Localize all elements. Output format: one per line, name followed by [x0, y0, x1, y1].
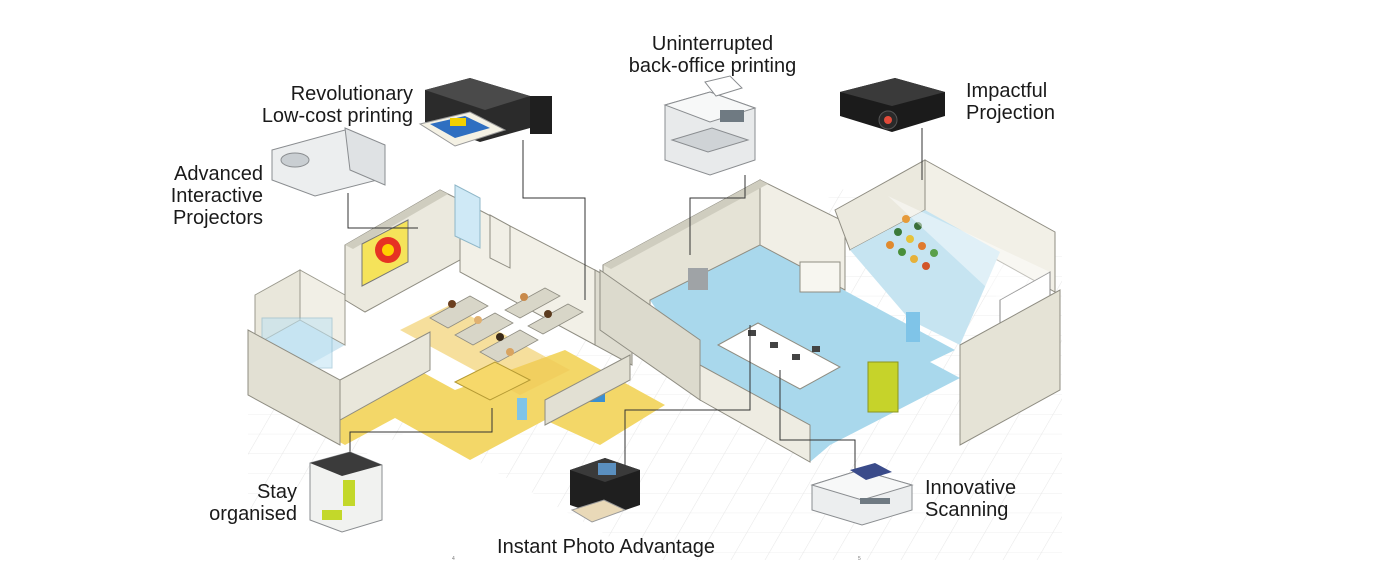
- document-scanner-icon: [810, 463, 914, 526]
- student-desks: [429, 287, 584, 363]
- label-printer-icon: [309, 451, 383, 533]
- callout-impactful: Impactful Projection: [966, 80, 1106, 124]
- students: [448, 293, 552, 356]
- callout-impactful-line1: Impactful: [966, 80, 1048, 102]
- callout-scanning-line1: Innovative: [925, 477, 1017, 499]
- ecotank-printer-icon: [418, 78, 552, 147]
- callout-stay-line2: organised: [209, 503, 297, 525]
- business-printer-icon: [663, 75, 757, 176]
- office-building: [599, 159, 1061, 463]
- callout-advanced: Advanced Interactive Projectors: [130, 163, 263, 229]
- photo-printer-icon: [570, 458, 640, 523]
- callout-advanced-line1: Advanced: [174, 163, 263, 185]
- water-cooler: [517, 398, 527, 420]
- callout-stay: Stay organised: [180, 481, 297, 525]
- auditorium-side-wall: [924, 159, 1056, 293]
- callout-revolutionary-line1: Revolutionary: [290, 83, 413, 105]
- audience: [886, 215, 938, 270]
- callout-revolutionary: Revolutionary Low-cost printing: [230, 83, 413, 127]
- office-desks: [716, 322, 842, 390]
- floor-grid: [248, 180, 1062, 560]
- page-number-right: 5: [858, 556, 861, 562]
- callout-revolutionary-line2: Low-cost printing: [261, 105, 413, 127]
- interactive-projector-icon: [271, 127, 386, 197]
- callout-uninterrupted-line1: Uninterrupted: [651, 33, 774, 55]
- reception-wall: [339, 331, 431, 421]
- office-wall-top: [603, 180, 768, 269]
- callout-stay-line1: Stay: [256, 481, 297, 503]
- projector-beam: [888, 196, 1050, 300]
- door: [489, 214, 511, 269]
- callout-uninterrupted: Uninterrupted back-office printing: [610, 33, 815, 77]
- callout-photo-line1: Instant Photo Advantage: [497, 536, 715, 558]
- callout-scanning-line2: Scanning: [925, 499, 1009, 521]
- leader-lines: [347, 128, 923, 470]
- reception-desk: [453, 361, 532, 401]
- computers: [748, 330, 820, 360]
- auditorium-outer-wall: [959, 289, 1061, 446]
- callout-advanced-line2: Interactive: [170, 185, 263, 207]
- callout-uninterrupted-line2: back-office printing: [628, 55, 797, 77]
- projector-icon: [840, 78, 945, 132]
- callout-photo: Instant Photo Advantage: [480, 536, 732, 558]
- callout-advanced-line3: Projectors: [172, 207, 263, 229]
- page-number-left: 4: [452, 556, 455, 562]
- school-left-wall: [247, 329, 341, 446]
- front-partition: [699, 364, 811, 463]
- callout-scanning: Innovative Scanning: [925, 477, 1065, 521]
- lockers: [867, 361, 899, 413]
- front-wall: [544, 354, 631, 426]
- shelving: [799, 261, 841, 293]
- callout-impactful-line2: Projection: [966, 102, 1055, 124]
- water-cooler-office: [906, 312, 920, 342]
- wall-top-edge: [345, 190, 448, 249]
- burst-inner: [382, 244, 394, 256]
- window: [454, 184, 481, 249]
- office-printer: [688, 268, 708, 290]
